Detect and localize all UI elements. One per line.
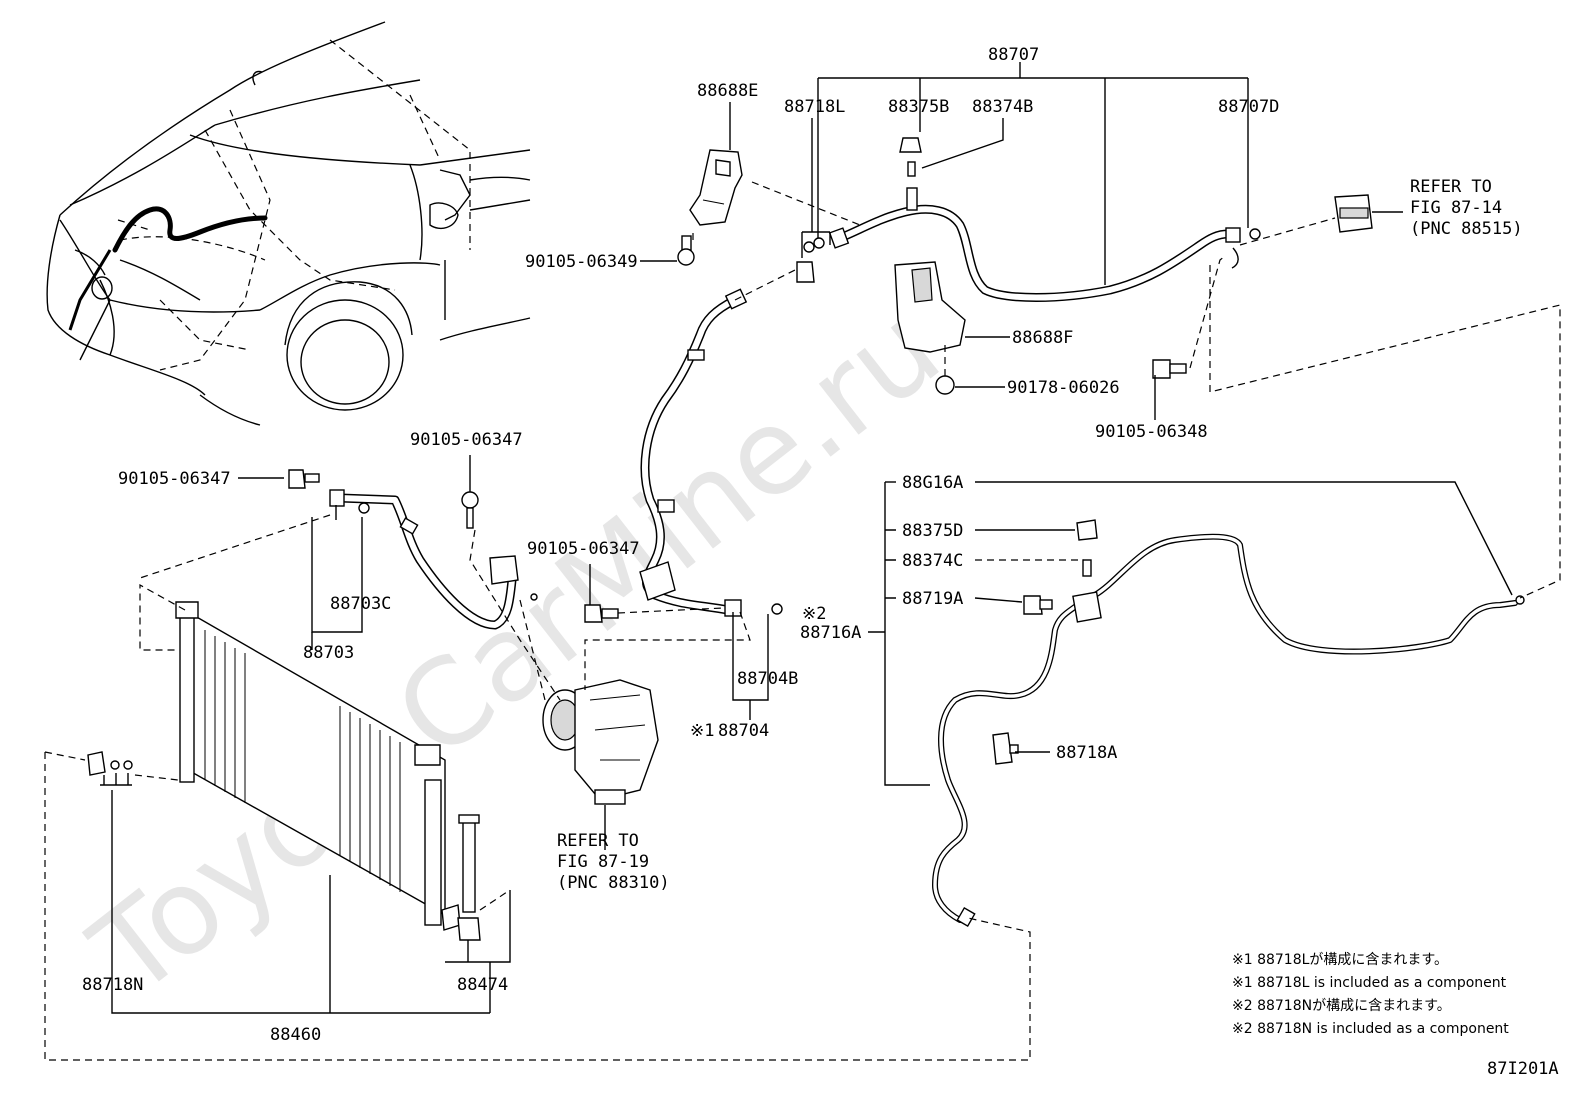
note-1-en: ※1 88718L is included as a component: [1232, 975, 1507, 991]
label-90105-06347-compressor: 90105-06347: [527, 539, 640, 559]
footnotes: ※1 88718Lが構成に含まれます。 ※1 88718L is include…: [1232, 952, 1509, 1037]
label-88704: 88704: [718, 721, 769, 741]
liquid-hose: [288, 469, 538, 630]
label-88707D: 88707D: [1218, 97, 1279, 117]
suction-hose-assembly: [677, 137, 1373, 395]
label-88704B: 88704B: [737, 669, 798, 689]
discharge-hose: [639, 288, 783, 617]
bolt-90105-06347-c: [584, 604, 619, 623]
label-88718L: 88718L: [784, 97, 845, 117]
note-1-ja: ※1 88718Lが構成に含まれます。: [1232, 952, 1448, 968]
label-88375D: 88375D: [902, 521, 963, 541]
figure-id: 87I201A: [1487, 1059, 1559, 1079]
condenser: [87, 601, 481, 941]
label-88719A: 88719A: [902, 589, 963, 609]
compressor: [542, 679, 659, 805]
label-90105-06347-left: 90105-06347: [118, 469, 231, 489]
label-90105-06348: 90105-06348: [1095, 422, 1208, 442]
label-88374C: 88374C: [902, 551, 963, 571]
label-88474: 88474: [457, 975, 508, 995]
liquid-tube-assembly: [932, 519, 1525, 928]
label-88460: 88460: [270, 1025, 321, 1045]
ref-87-19-line1: REFER TO: [557, 831, 639, 851]
reference-fig-87-19: REFER TO FIG 87-19 (PNC 88310): [557, 831, 670, 893]
label-90178-06026: 90178-06026: [1007, 378, 1120, 398]
label-88718A: 88718A: [1056, 743, 1117, 763]
label-88703C: 88703C: [330, 594, 391, 614]
label-88688F: 88688F: [1012, 328, 1073, 348]
ref-87-14-line2: FIG 87-14: [1410, 198, 1502, 218]
label-88704-mark: ※1: [690, 721, 714, 741]
label-88374B: 88374B: [972, 97, 1033, 117]
label-88375B: 88375B: [888, 97, 949, 117]
ref-87-14-line1: REFER TO: [1410, 177, 1492, 197]
label-88688E: 88688E: [697, 81, 758, 101]
dashed-connections: [44, 181, 1561, 1061]
label-88716A: 88716A: [800, 623, 861, 643]
reference-fig-87-14: REFER TO FIG 87-14 (PNC 88515): [1410, 177, 1523, 239]
leader-lines: [100, 62, 1513, 1014]
ref-87-14-line3: (PNC 88515): [1410, 219, 1523, 239]
note-2-en: ※2 88718N is included as a component: [1232, 1021, 1509, 1037]
car-illustration: [46, 21, 531, 426]
label-88718N: 88718N: [82, 975, 143, 995]
note-2-ja: ※2 88718Nが構成に含まれます。: [1232, 998, 1451, 1014]
ref-87-19-line3: (PNC 88310): [557, 873, 670, 893]
label-88707: 88707: [988, 45, 1039, 65]
part-labels: 88707 88688E 88718L 88375B 88374B 88707D…: [82, 45, 1279, 1045]
label-90105-06349: 90105-06349: [525, 252, 638, 272]
label-88G16A: 88G16A: [902, 473, 963, 493]
ref-87-19-line2: FIG 87-19: [557, 852, 649, 872]
label-88716A-mark: ※2: [802, 604, 826, 624]
label-88703: 88703: [303, 643, 354, 663]
label-90105-06347-top: 90105-06347: [410, 430, 523, 450]
